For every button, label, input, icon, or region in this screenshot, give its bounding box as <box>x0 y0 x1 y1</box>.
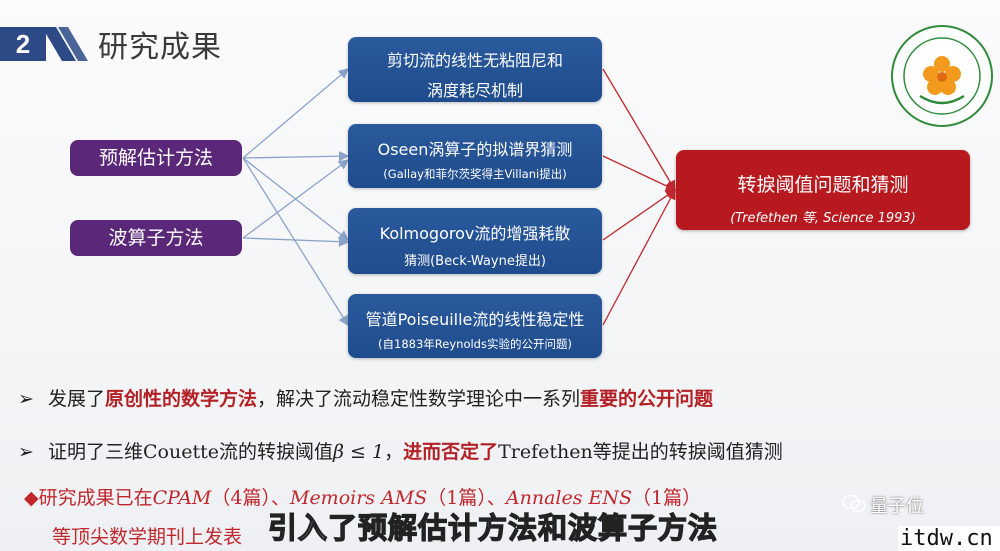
bullet-highlight: 重要的公开问题 <box>580 388 714 410</box>
arrow-m1-r2 <box>242 150 350 162</box>
method-label: 预解估计方法 <box>98 147 213 169</box>
damo-academy-logo <box>891 25 993 127</box>
bullet-couette-proof: ➢ 证明了三维Couette流的转捩阈值β ≤ 1，进而否定了Trefethen等… <box>18 437 783 464</box>
pub-text: （1篇） <box>632 487 702 509</box>
bullet-text: Trefethen等提出的转捩阈值猜测 <box>498 441 783 463</box>
bullet-highlight: 原创性的数学方法 <box>105 388 258 410</box>
result-subtitle: 涡度耗尽机制 <box>426 81 523 100</box>
publications-line-2: 等顶尖数学期刊上发表 <box>52 526 243 548</box>
result-subtitle: (Gallay和菲尔茨奖得主Villani提出) <box>383 167 567 181</box>
bullet-formula: β ≤ 1 <box>332 441 385 463</box>
arrow-r3-target <box>602 189 677 241</box>
target-citation: (Trefethen 等, Science 1993) <box>730 211 916 226</box>
arrow-bullet-icon: ➢ <box>18 388 34 410</box>
bullet-highlight: 进而否定了 <box>403 441 499 463</box>
bullet-text: ，解决了流动稳定性数学理论中一系列 <box>257 388 581 410</box>
result-box-kolmogorov: Kolmogorov流的增强耗散 猜测(Beck-Wayne提出) <box>348 208 602 274</box>
bullet-text: ， <box>384 441 404 463</box>
watermark: 量子位 <box>870 496 924 517</box>
journal-cpam: CPAM <box>152 487 212 509</box>
result-title: Oseen涡算子的拟谱界猜测 <box>377 140 573 159</box>
result-title: Kolmogorov流的增强耗散 <box>379 224 571 243</box>
result-box-shear-flow: 剪切流的线性无粘阻尼和 涡度耗尽机制 <box>348 37 602 102</box>
publications-line: ◆研究成果已在CPAM（4篇）、Memoirs AMS（1篇）、Annales … <box>24 483 701 510</box>
method-box-wave-operator: 波算子方法 <box>70 220 242 256</box>
arrow-m1-r1 <box>242 68 349 159</box>
video-subtitle: 引入了预解估计方法和波算子方法 <box>267 510 719 545</box>
journal-memoirs-ams: Memoirs AMS <box>289 487 428 509</box>
result-subtitle: (自1883年Reynolds实验的公开问题) <box>378 337 572 351</box>
journal-annales-ens: Annales ENS <box>505 487 633 509</box>
pub-text: （4篇）、 <box>211 487 290 509</box>
result-title: 管道Poiseuille流的线性稳定性 <box>365 310 585 329</box>
arrow-bullet-icon: ➢ <box>18 441 34 463</box>
arrow-m1-r4 <box>242 157 349 327</box>
section-number: 2 <box>0 27 46 61</box>
bullet-text: 发展了 <box>48 388 106 410</box>
result-subtitle: 猜测(Beck-Wayne提出) <box>404 254 546 269</box>
page-title: 研究成果 <box>98 30 222 65</box>
arrow-r1-target <box>602 68 676 192</box>
method-label: 波算子方法 <box>108 227 204 249</box>
result-box-poiseuille: 管道Poiseuille流的线性稳定性 (自1883年Reynolds实验的公开… <box>348 294 602 358</box>
header-stripe-icon <box>42 27 88 61</box>
target-box-transition-threshold: 转捩阈值问题和猜测 (Trefethen 等, Science 1993) <box>676 150 970 230</box>
wechat-icon <box>842 494 866 513</box>
method-box-resolvent: 预解估计方法 <box>70 140 242 176</box>
arrow-m2-r2 <box>242 159 350 239</box>
target-title: 转捩阈值问题和猜测 <box>737 174 909 196</box>
arrow-m2-r3 <box>242 236 350 247</box>
pub-text: （1篇）、 <box>427 487 506 509</box>
site-watermark: itdw.cn <box>898 526 1000 551</box>
result-title: 剪切流的线性无粘阻尼和 <box>386 51 563 70</box>
result-box-oseen-vortex: Oseen涡算子的拟谱界猜测 (Gallay和菲尔茨奖得主Villani提出) <box>348 124 602 188</box>
arrow-r2-target <box>602 155 677 191</box>
bullet-text: 证明了三维Couette流的转捩阈值 <box>48 441 333 463</box>
bullet-original-methods: ➢ 发展了原创性的数学方法，解决了流动稳定性数学理论中一系列重要的公开问题 <box>18 384 713 411</box>
pub-text: ◆研究成果已在 <box>24 487 153 509</box>
arrow-r4-target <box>602 188 676 326</box>
